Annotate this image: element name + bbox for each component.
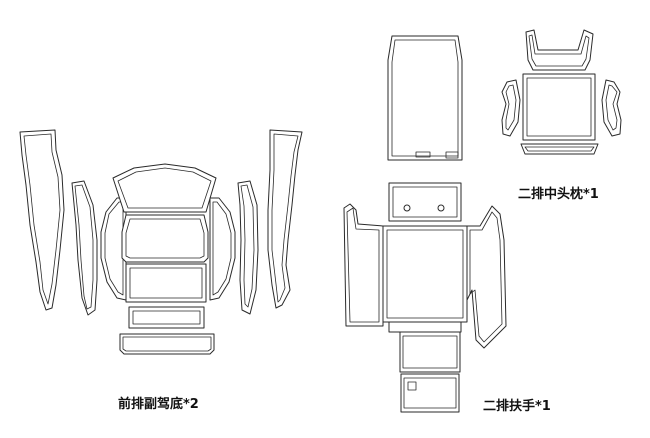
armrest-left-wing — [343, 203, 384, 327]
armrest-hole-left — [403, 204, 411, 212]
headrest-bottom-strip — [520, 143, 599, 155]
armrest-main-body — [382, 225, 468, 323]
armrest-bottom-slot — [407, 381, 417, 391]
armrest-console-upper — [388, 182, 462, 222]
armrest-lower-band — [388, 321, 462, 333]
armrest-pattern-group — [343, 35, 507, 413]
armrest-lid-slot — [415, 151, 431, 158]
armrest-lower-panel — [399, 331, 461, 373]
headrest-top-u — [525, 29, 594, 71]
armrest-caption: 二排扶手*1 — [483, 399, 551, 414]
front-floor-right-inner-strip — [237, 180, 259, 315]
headrest-center-panel — [522, 73, 596, 141]
front-floor-bottom-base — [119, 333, 215, 355]
front-floor-center-upper — [121, 214, 209, 263]
headrest-pattern-group — [501, 29, 622, 155]
front-floor-center-lower — [128, 306, 205, 329]
front-floor-caption: 前排副驾底*2 — [118, 397, 199, 412]
front-floor-center-middle — [125, 263, 207, 303]
armrest-hole-right — [437, 204, 445, 212]
front-floor-left-outer-strip — [19, 129, 65, 311]
front-floor-top-arch — [112, 163, 217, 213]
armrest-top-lid — [387, 35, 463, 161]
headrest-caption: 二排中头枕*1 — [518, 187, 599, 202]
armrest-right-wing — [466, 205, 507, 349]
front-floor-pattern-group — [19, 129, 303, 355]
headrest-left-side — [501, 79, 521, 137]
front-floor-right-outer-strip — [267, 129, 303, 309]
armrest-bottom-tab — [400, 373, 460, 413]
